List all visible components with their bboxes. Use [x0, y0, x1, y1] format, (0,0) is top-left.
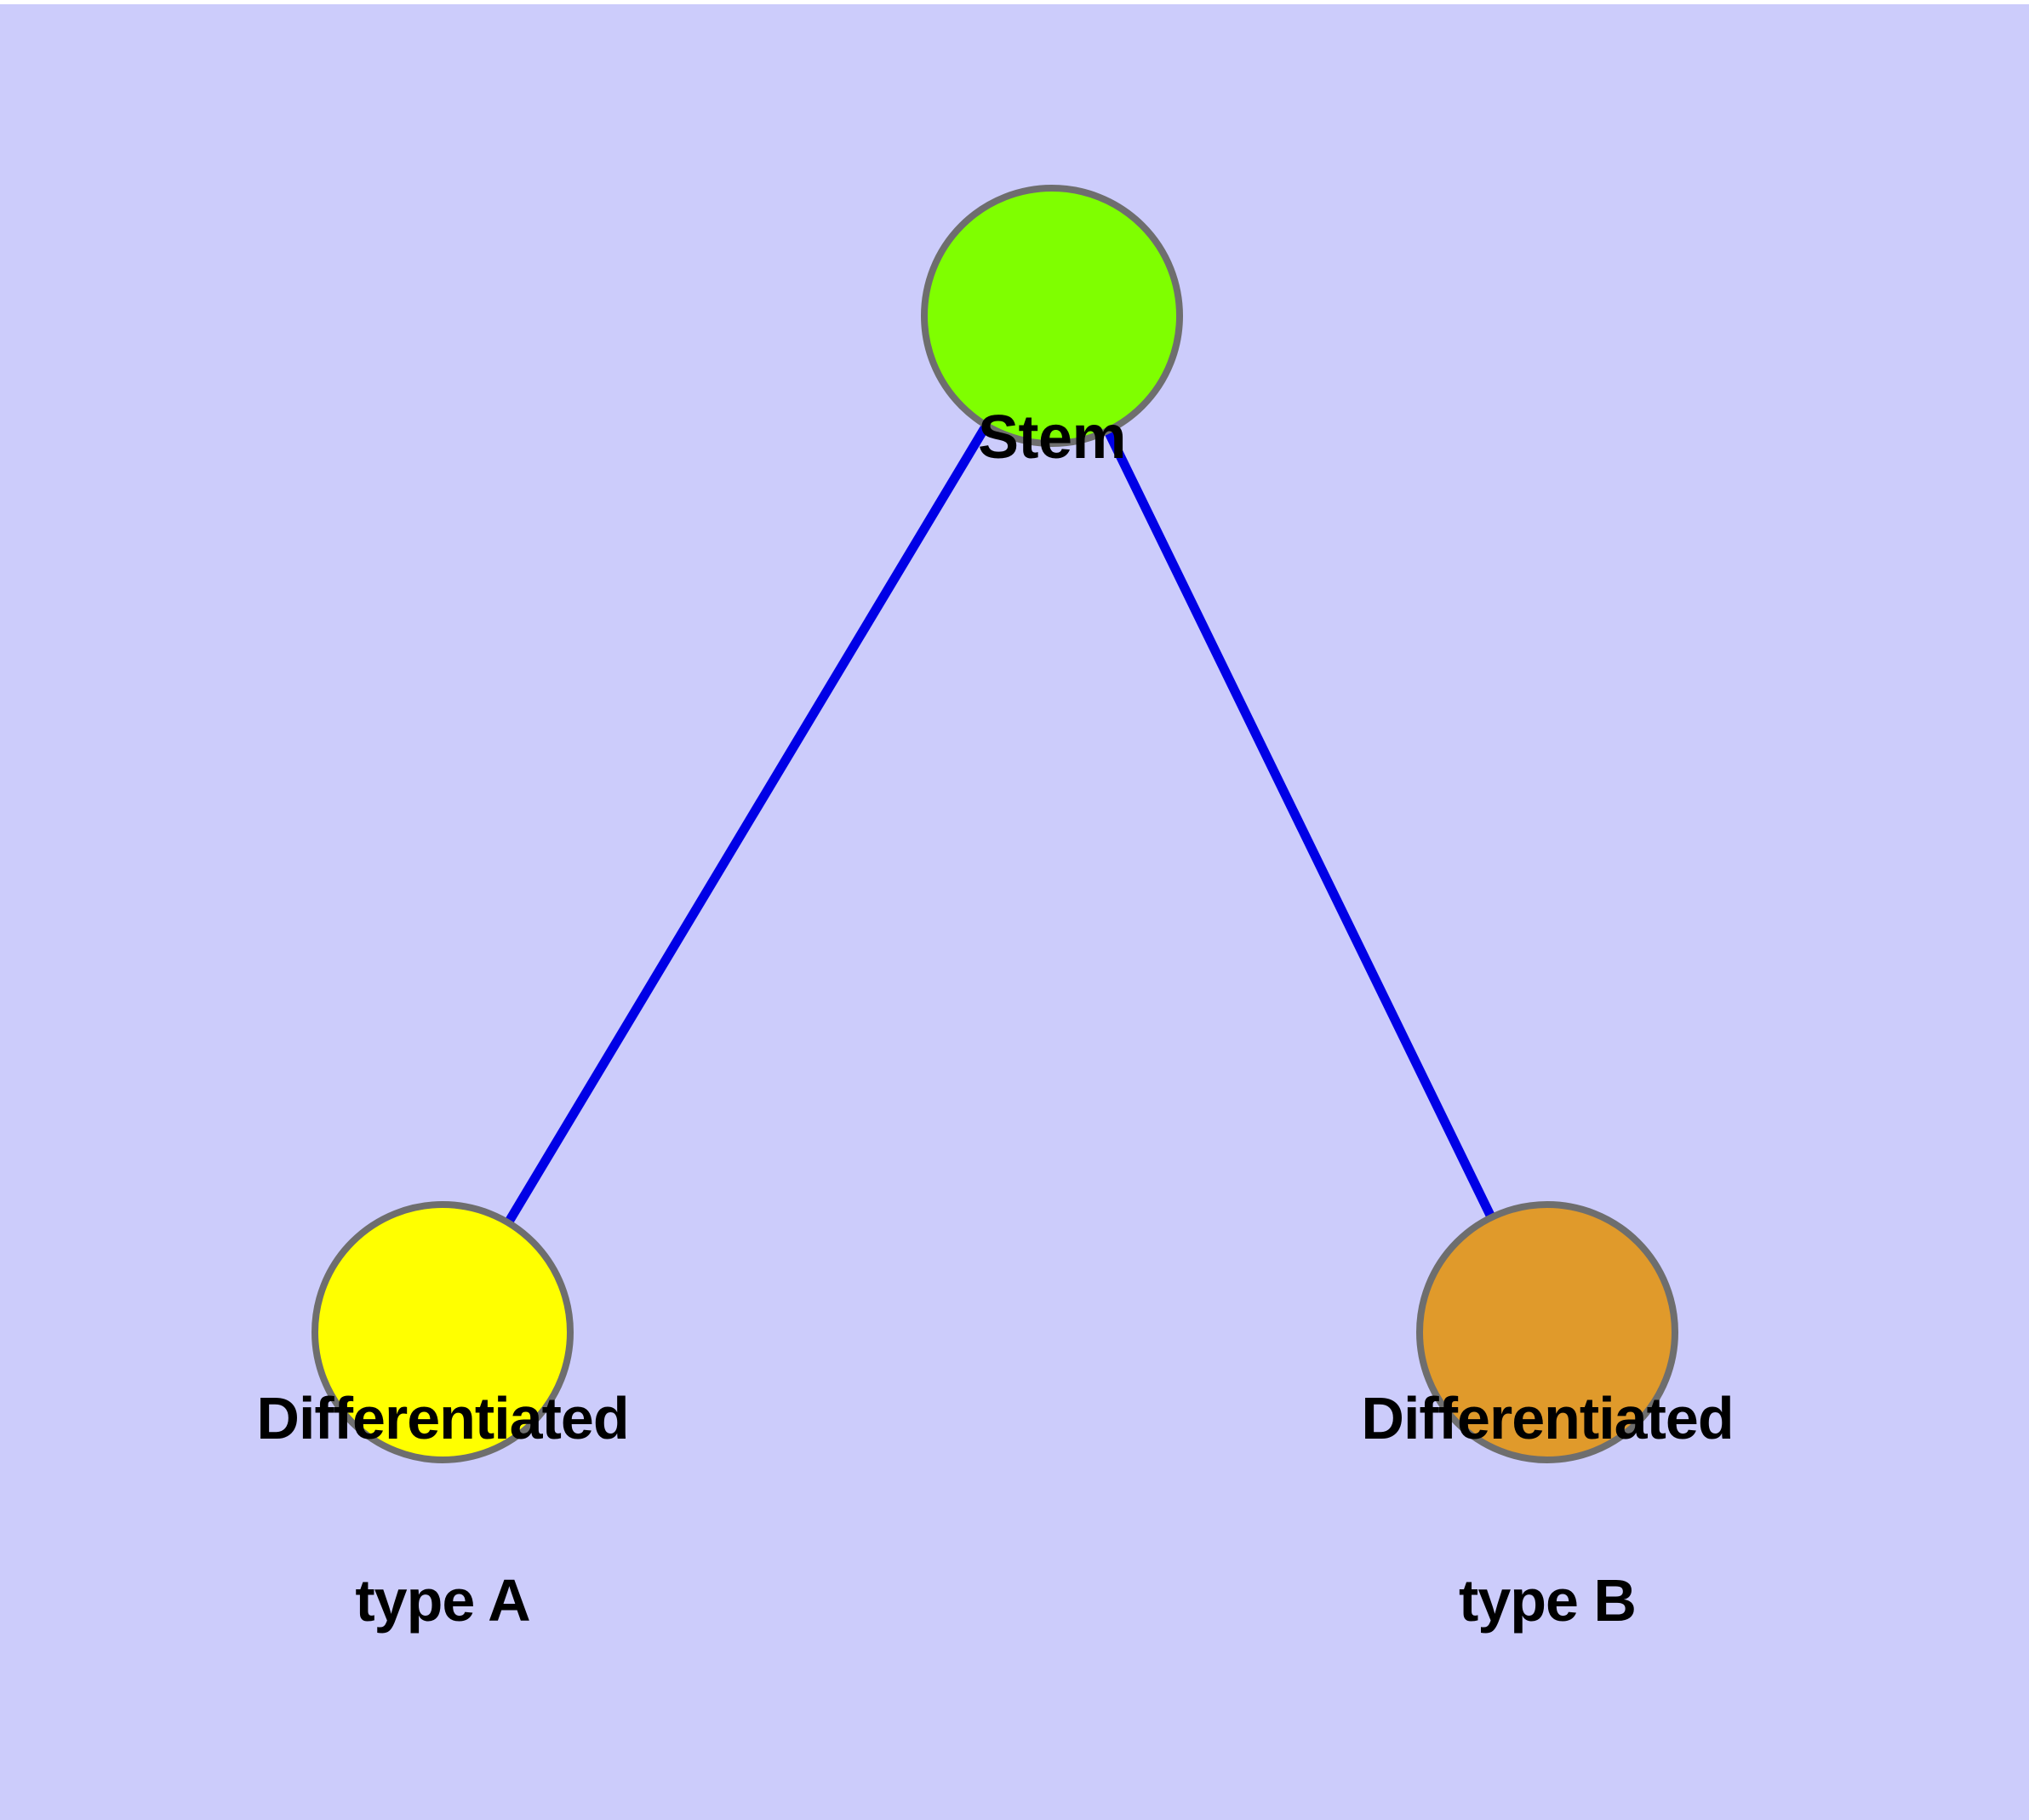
edge-stem-to-diff-b	[1048, 313, 1552, 1335]
edge-stem-to-diff-a	[438, 313, 1056, 1335]
node-diff-b-circle[interactable]	[1416, 1201, 1678, 1463]
node-stem-circle[interactable]	[921, 185, 1183, 447]
node-diff-a-circle[interactable]	[311, 1201, 574, 1463]
node-layer	[311, 185, 1678, 1463]
edge-layer	[438, 313, 1552, 1335]
